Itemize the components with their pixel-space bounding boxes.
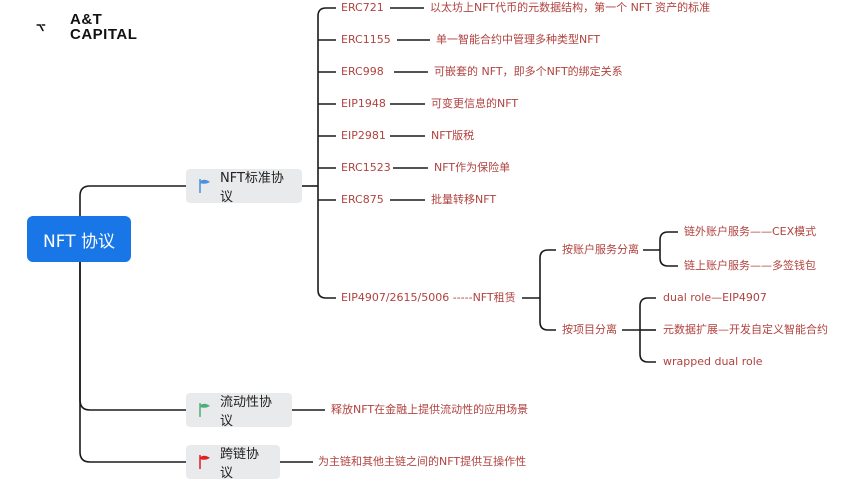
rental-item: wrapped dual role — [663, 355, 763, 368]
rental-item: 链上账户服务——多签钱包 — [684, 259, 816, 272]
rental-group-account[interactable]: 按账户服务分离 — [562, 243, 639, 256]
flag-icon — [198, 454, 212, 470]
standard-name[interactable]: ERC1523 — [341, 161, 391, 174]
flag-icon — [198, 178, 212, 194]
logo-text: A&T CAPITAL — [70, 12, 137, 42]
rental-item: 链外账户服务——CEX模式 — [684, 225, 817, 238]
standard-desc: 可变更信息的NFT — [431, 97, 519, 110]
branch-label: 跨链协议 — [220, 447, 260, 481]
cross-chain-desc: 为主链和其他主链之间的NFT提供互操作性 — [318, 455, 527, 468]
standard-name[interactable]: ERC998 — [341, 65, 384, 78]
liquidity-desc: 释放NFT在金融上提供流动性的应用场景 — [331, 403, 529, 416]
standard-name[interactable]: EIP2981 — [341, 129, 386, 142]
branch-cross-chain[interactable]: 跨链协议 — [186, 445, 280, 481]
rental-standard[interactable]: EIP4907/2615/5006 -----NFT租赁 — [341, 291, 516, 304]
rental-group-project[interactable]: 按项目分离 — [562, 323, 617, 336]
standard-desc: 可嵌套的 NFT，即多个NFT的绑定关系 — [434, 65, 623, 78]
standard-desc: NFT作为保险单 — [434, 161, 511, 174]
standard-name[interactable]: ERC875 — [341, 193, 384, 206]
branch-liquidity[interactable]: 流动性协议 — [186, 393, 292, 429]
branch-label: 流动性协议 — [220, 395, 273, 429]
standard-name[interactable]: ERC1155 — [341, 33, 391, 46]
standard-desc: 以太坊上NFT代币的元数据结构，第一个 NFT 资产的标准 — [430, 1, 711, 14]
branch-nft-standards[interactable]: NFT标准协议 — [186, 169, 302, 205]
rental-item: dual role—EIP4907 — [663, 291, 767, 304]
root-node[interactable]: NFT 协议 — [27, 216, 131, 262]
standard-name[interactable]: ERC721 — [341, 1, 384, 14]
flag-icon — [198, 402, 212, 418]
standard-name[interactable]: EIP1948 — [341, 97, 386, 110]
logo-line1: A&T — [70, 11, 103, 28]
standard-desc: 单一智能合约中管理多种类型NFT — [436, 33, 601, 46]
logo-mark-icon — [36, 24, 46, 32]
branch-label: NFT标准协议 — [220, 171, 284, 205]
standard-desc: 批量转移NFT — [431, 193, 497, 206]
rental-item: 元数据扩展—开发自定义智能合约 — [663, 323, 828, 336]
standard-desc: NFT版税 — [431, 129, 475, 142]
logo-line2: CAPITAL — [70, 26, 138, 43]
root-label: NFT 协议 — [43, 231, 115, 252]
